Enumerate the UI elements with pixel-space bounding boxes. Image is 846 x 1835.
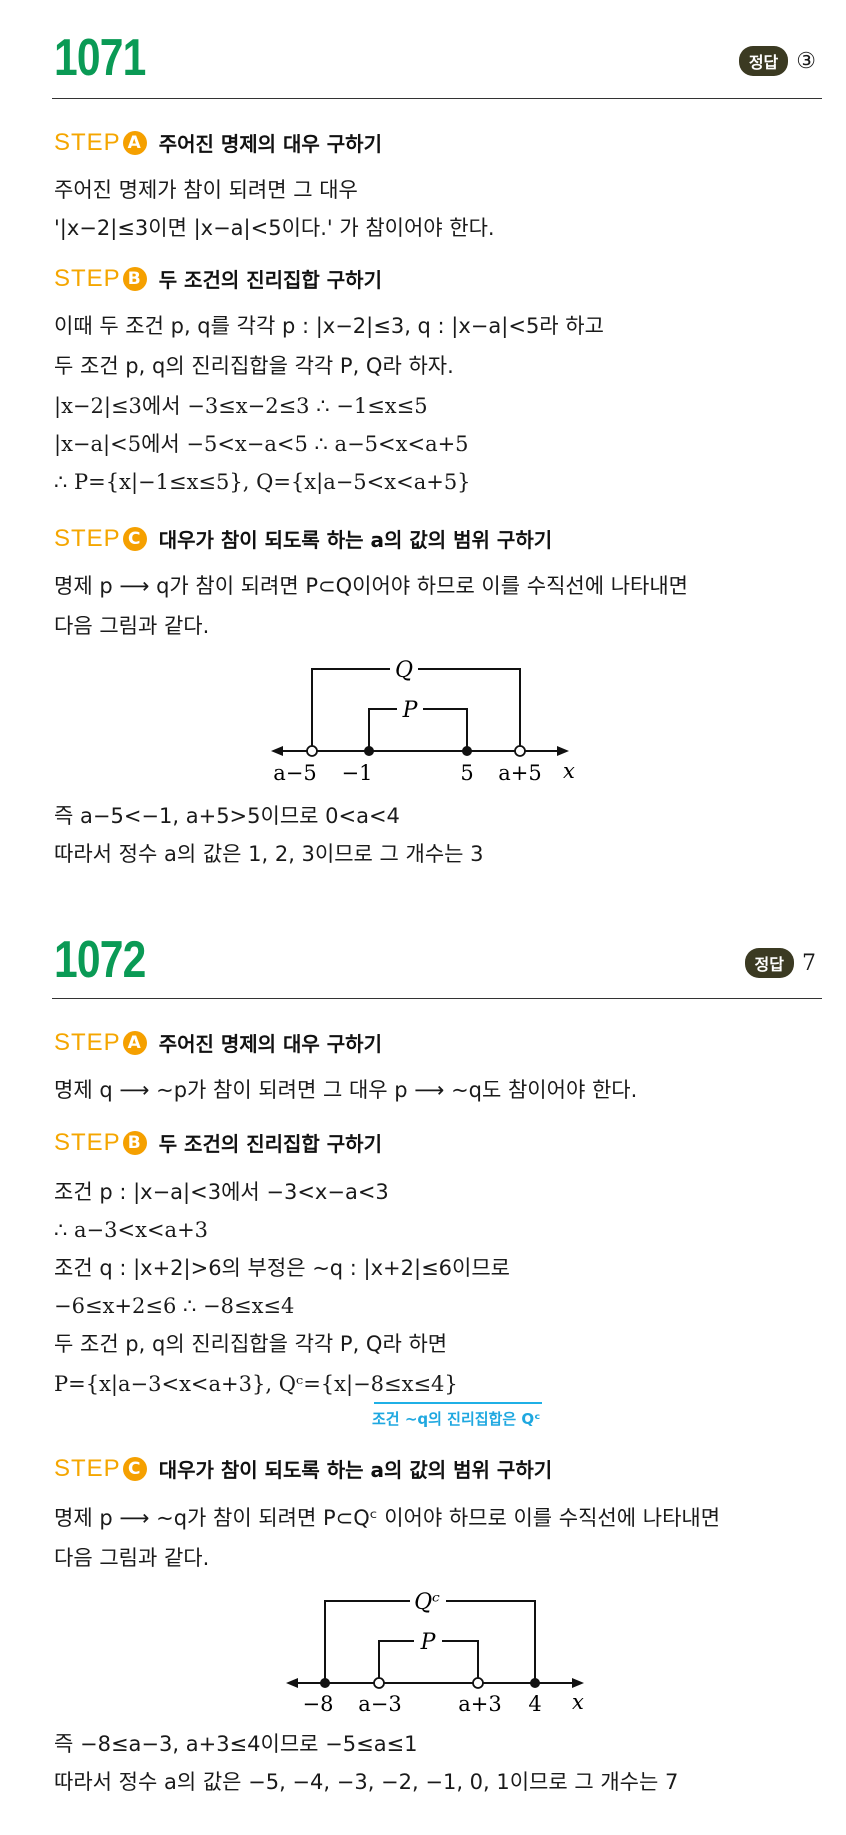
text-line: 이때 두 조건 p, q를 각각 p : |x−2|≤3, q : |x−a|<… bbox=[54, 314, 604, 338]
text-line: 즉 a−5<−1, a+5>5이므로 0<a<4 bbox=[54, 804, 400, 828]
tick-label: a+5 bbox=[498, 761, 541, 785]
answer-box: 정답 7 bbox=[744, 948, 816, 978]
divider bbox=[52, 998, 822, 999]
tick-label: 4 bbox=[528, 1692, 541, 1715]
text-line: 두 조건 p, q의 진리집합을 각각 P, Q라 하자. bbox=[54, 354, 454, 378]
axis-label: x bbox=[572, 1690, 584, 1714]
diagram-outer-label: Q bbox=[395, 658, 413, 683]
filled-point-icon bbox=[364, 746, 374, 756]
text-line: 즉 −8≤a−3, a+3≤4이므로 −5≤a≤1 bbox=[54, 1732, 418, 1756]
problem-number: 1071 bbox=[54, 29, 146, 87]
text-line: 주어진 명제가 참이 되려면 그 대우 bbox=[54, 178, 358, 202]
open-point-icon bbox=[472, 1677, 484, 1689]
filled-point-icon bbox=[462, 746, 472, 756]
text-line: |x−2|≤3에서 −3≤x−2≤3 ∴ −1≤x≤5 bbox=[54, 394, 428, 418]
answer-box: 정답 ③ bbox=[738, 46, 816, 76]
text-line: 다음 그림과 같다. bbox=[54, 1546, 210, 1570]
text-line: 명제 q ⟶ ∼p가 참이 되려면 그 대우 p ⟶ ∼q도 참이어야 한다. bbox=[54, 1078, 638, 1102]
step-title: 주어진 명제의 대우 구하기 bbox=[158, 1032, 382, 1056]
open-point-icon bbox=[514, 745, 526, 757]
step-title: 두 조건의 진리집합 구하기 bbox=[158, 1132, 382, 1156]
text-line: 따라서 정수 a의 값은 −5, −4, −3, −2, −1, 0, 1이므로… bbox=[54, 1770, 679, 1794]
text-line: ∴ P={x|−1≤x≤5}, Q={x|a−5<x<a+5} bbox=[54, 470, 471, 494]
step-title: 대우가 참이 되도록 하는 a의 값의 범위 구하기 bbox=[158, 528, 553, 552]
axis-label: x bbox=[563, 759, 575, 783]
answer-value: ③ bbox=[796, 48, 816, 74]
text-line: 조건 p : |x−a|<3에서 −3<x−a<3 bbox=[54, 1180, 389, 1204]
margin-note: 조건 ∼q의 진리집합은 Qᶜ bbox=[372, 1410, 541, 1428]
step-letter-icon: C bbox=[122, 1456, 147, 1481]
text-line: |x−a|<5에서 −5<x−a<5 ∴ a−5<x<a+5 bbox=[54, 432, 469, 456]
text-line: 명제 p ⟶ ∼q가 참이 되려면 P⊂Qᶜ 이어야 하므로 이를 수직선에 나… bbox=[54, 1506, 721, 1530]
open-point-icon bbox=[373, 1677, 385, 1689]
text-line: '|x−2|≤3이면 |x−a|<5이다.' 가 참이어야 한다. bbox=[54, 216, 495, 240]
tick-label: 5 bbox=[460, 761, 473, 785]
divider bbox=[52, 98, 822, 99]
diagram-inner-label: P bbox=[402, 698, 419, 723]
answer-badge: 정답 bbox=[738, 46, 789, 76]
number-line-diagram: Qᶜ P −8 a−3 a+3 4 x bbox=[286, 1590, 584, 1715]
answer-badge: 정답 bbox=[744, 948, 794, 978]
step-title: 주어진 명제의 대우 구하기 bbox=[158, 132, 382, 156]
step-letter-icon: B bbox=[122, 1130, 147, 1155]
problem-number: 1072 bbox=[54, 931, 146, 989]
text-line: 조건 q : |x+2|>6의 부정은 ∼q : |x+2|≤6이므로 bbox=[54, 1256, 510, 1280]
tick-label: a−5 bbox=[273, 761, 316, 785]
step-letter-icon: A bbox=[122, 1030, 147, 1055]
step-letter-icon: C bbox=[122, 526, 147, 551]
step-title: 두 조건의 진리집합 구하기 bbox=[158, 268, 382, 292]
tick-label: −8 bbox=[303, 1692, 334, 1715]
open-point-icon bbox=[306, 745, 318, 757]
diagram-inner-label: P bbox=[420, 1630, 437, 1655]
step-title: 대우가 참이 되도록 하는 a의 값의 범위 구하기 bbox=[158, 1458, 553, 1482]
tick-label: a+3 bbox=[458, 1692, 501, 1715]
filled-point-icon bbox=[530, 1678, 540, 1688]
text-line: −6≤x+2≤6 ∴ −8≤x≤4 bbox=[54, 1294, 295, 1318]
step-letter-icon: B bbox=[122, 266, 147, 291]
diagram-outer-label: Qᶜ bbox=[414, 1590, 440, 1615]
text-line: 명제 p ⟶ q가 참이 되려면 P⊂Q이어야 하므로 이를 수직선에 나타내면 bbox=[54, 574, 688, 598]
text-line: 두 조건 p, q의 진리집합을 각각 P, Q라 하면 bbox=[54, 1332, 448, 1356]
text-line: ∴ a−3<x<a+3 bbox=[54, 1218, 209, 1242]
text-line: 다음 그림과 같다. bbox=[54, 614, 210, 638]
text-line: 따라서 정수 a의 값은 1, 2, 3이므로 그 개수는 3 bbox=[54, 842, 484, 866]
tick-label: −1 bbox=[342, 761, 373, 785]
text-line: P={x|a−3<x<a+3}, Qᶜ={x|−8≤x≤4} bbox=[54, 1372, 458, 1396]
tick-label: a−3 bbox=[358, 1692, 401, 1715]
step-letter-icon: A bbox=[122, 130, 147, 155]
answer-value: 7 bbox=[802, 950, 816, 976]
number-line-diagram: Q P a−5 −1 5 a+5 x bbox=[271, 658, 575, 785]
filled-point-icon bbox=[320, 1678, 330, 1688]
highlight-underline bbox=[374, 1402, 542, 1404]
